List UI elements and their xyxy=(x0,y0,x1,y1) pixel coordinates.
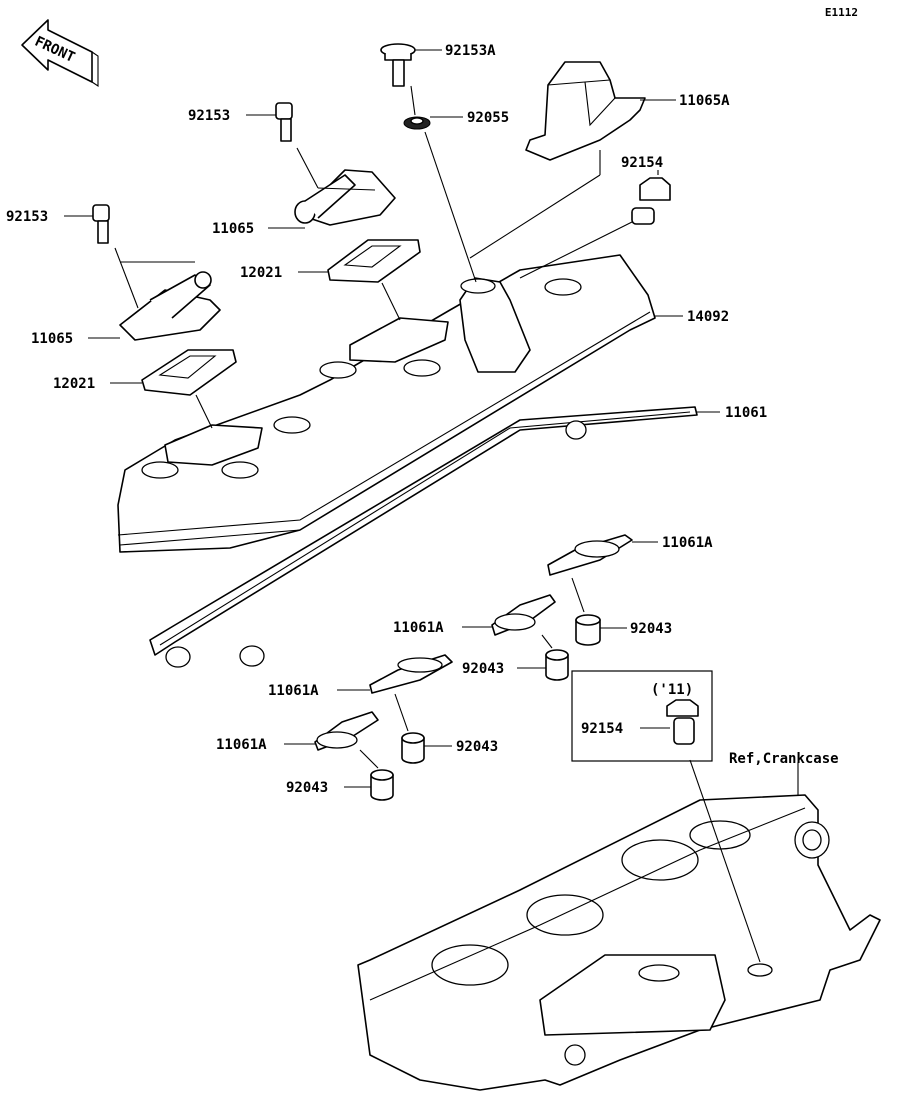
cylinder-head-cover-14092 xyxy=(117,254,656,553)
callout-92154-box: 92154 xyxy=(581,721,623,737)
seal-11061A-d xyxy=(314,711,379,751)
year-variant-box: ('11) xyxy=(571,670,713,762)
collar-92043-d xyxy=(370,769,394,801)
callout-92055: 92055 xyxy=(467,110,509,126)
callout-11061: 11061 xyxy=(725,405,767,421)
callout-92154-top: 92154 xyxy=(621,155,663,171)
seal-11061A-a xyxy=(547,534,633,576)
callout-11061A-b: 11061A xyxy=(393,620,444,636)
callout-11065A: 11065A xyxy=(679,93,730,109)
callout-92153-a: 92153 xyxy=(188,108,230,124)
callout-92153-b: 92153 xyxy=(6,209,48,225)
plug-92154-top xyxy=(631,177,671,225)
washer-92055 xyxy=(403,116,431,130)
collar-92043-b xyxy=(545,649,569,681)
cover-11065A xyxy=(525,61,646,161)
callout-12021-a: 12021 xyxy=(240,265,282,281)
seal-11061A-c xyxy=(369,654,453,694)
diagram-code: E1112 xyxy=(824,6,858,19)
year-box-label: ('11) xyxy=(651,682,693,698)
callout-12021-b: 12021 xyxy=(53,376,95,392)
callout-11061A-c: 11061A xyxy=(268,683,319,699)
callout-11065-a: 11065 xyxy=(212,221,254,237)
callout-92043-c: 92043 xyxy=(456,739,498,755)
collar-92043-a xyxy=(575,614,601,646)
callout-92043-a: 92043 xyxy=(630,621,672,637)
breather-11065-upper xyxy=(294,169,396,226)
gasket-12021-b xyxy=(141,349,237,396)
callout-92043-d: 92043 xyxy=(286,780,328,796)
breather-11065-lower xyxy=(119,271,221,341)
bolt-92153-b xyxy=(92,204,110,244)
callout-11065-b: 11065 xyxy=(31,331,73,347)
callout-11061A-d: 11061A xyxy=(216,737,267,753)
callout-92043-b: 92043 xyxy=(462,661,504,677)
callout-14092: 14092 xyxy=(687,309,729,325)
seal-11061A-b xyxy=(491,594,556,636)
callout-11061A-a: 11061A xyxy=(662,535,713,551)
callout-labels: 92153A 92055 11065A 92154 92153 92153 11… xyxy=(6,43,839,796)
bolt-92153-a xyxy=(275,102,293,142)
ref-crankcase-label: Ref,Crankcase xyxy=(729,751,839,767)
collar-92043-c xyxy=(401,732,425,764)
head-cover-gasket-11061 xyxy=(149,406,698,668)
gasket-12021-a xyxy=(327,239,421,283)
leader-lines xyxy=(64,49,799,963)
front-arrow-icon: FRONT xyxy=(21,19,99,88)
crankcase-reference xyxy=(357,794,881,1091)
bolt-92153A xyxy=(380,43,416,87)
callout-92153A: 92153A xyxy=(445,43,496,59)
